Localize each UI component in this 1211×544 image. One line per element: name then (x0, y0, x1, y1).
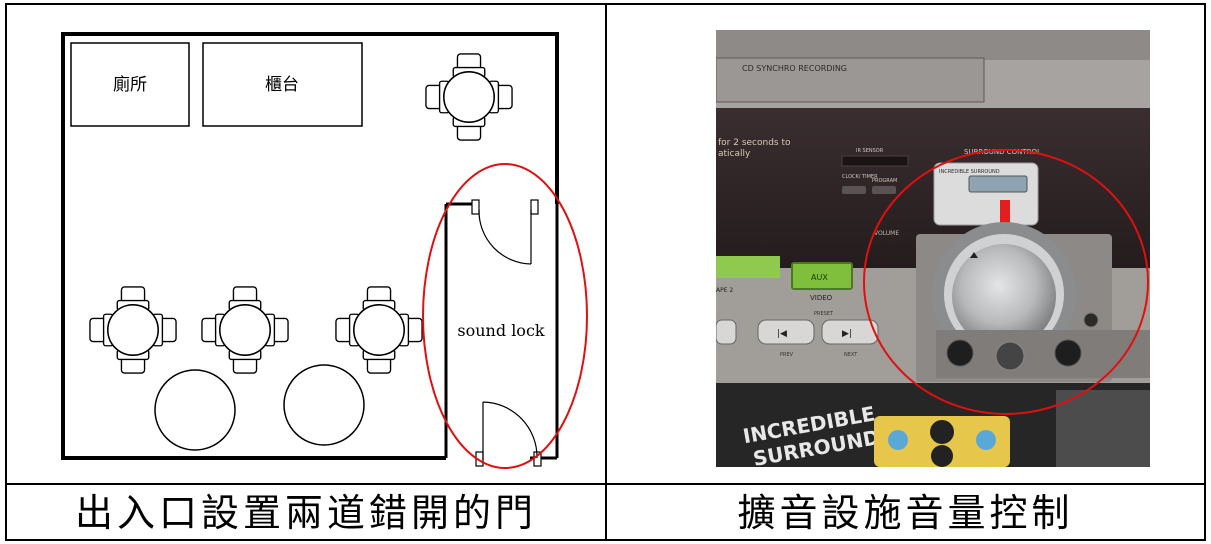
caption-right: 擴音設施音量控制 (737, 491, 1074, 535)
counter: 櫃台 (202, 42, 363, 127)
table-right (335, 286, 423, 374)
table-left (89, 286, 177, 374)
incredible-surround-button[interactable] (968, 175, 1028, 193)
headphone-icon (1083, 312, 1099, 328)
aux-button[interactable] (791, 262, 853, 290)
table-middle (201, 286, 289, 374)
hint-line-2: atically (718, 149, 751, 159)
preset-label: PRESET (814, 311, 834, 317)
aux-label: AUX (811, 273, 828, 282)
counter-label: 櫃台 (265, 75, 299, 95)
sound-lock-label: sound lock (457, 321, 544, 340)
round-table (283, 364, 365, 446)
prev-button[interactable] (757, 319, 815, 345)
highlight-ellipse (863, 149, 1149, 415)
row-divider (5, 483, 1206, 485)
clock-timer-label: CLOCK/ TIMER (842, 174, 878, 180)
program-button[interactable] (872, 186, 896, 194)
program-label: PROGRAM (872, 178, 897, 184)
toilet-room: 廁所 (70, 42, 190, 127)
tape2-label: APE 2 (716, 287, 733, 294)
jack-icon (1054, 339, 1082, 367)
prev-icon: |◀ (777, 329, 787, 339)
next-label: NEXT (844, 352, 858, 358)
toilet-label: 廁所 (113, 74, 147, 95)
surround-control-label: SURROUND CONTROL (964, 148, 1041, 156)
stereo-photo: CD SYNCHRO RECORDING for 2 seconds to at… (716, 30, 1150, 467)
caption-left: 出入口設置兩道錯開的門 (74, 491, 537, 535)
table-top-right (425, 53, 513, 141)
column-divider (605, 3, 607, 541)
mic-knob[interactable] (995, 341, 1025, 371)
prev-label: PREV (780, 352, 794, 358)
clock-timer-button[interactable] (842, 186, 866, 194)
round-table (154, 369, 236, 451)
next-icon: ▶| (842, 329, 852, 339)
next-button[interactable] (821, 319, 879, 345)
volume-label: VOLUME (874, 230, 899, 237)
hint-line-1: for 2 seconds to (718, 138, 791, 148)
floor-plan: 廁所 櫃台 sound lock (61, 32, 588, 469)
video-label: VIDEO (810, 294, 833, 302)
ir-sensor-label: IR SENSOR (856, 148, 884, 154)
incredible-surround-label: INCREDIBLE SURROUND (939, 169, 1000, 175)
jack-icon (946, 339, 974, 367)
highlight-ellipse (422, 163, 588, 469)
cd-synchro-label: CD SYNCHRO RECORDING (742, 64, 847, 73)
